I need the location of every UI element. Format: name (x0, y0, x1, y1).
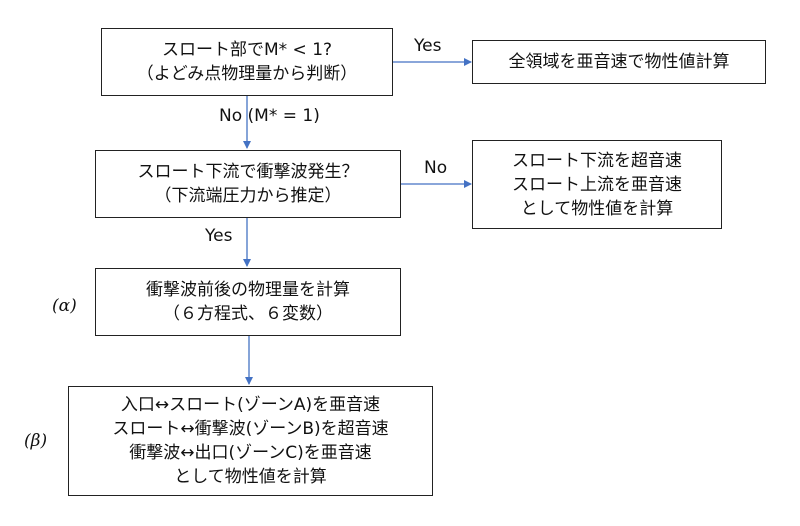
decision-throat-mach: スロート部でM* < 1? （よどみ点物理量から判断） (101, 28, 393, 96)
decision-throat-mach-line2: （よどみ点物理量から判断） (136, 64, 358, 84)
process-shock-properties-line1: 衝撃波前後の物理量を計算 (146, 280, 350, 300)
process-zone-properties-line3: 衝撃波↔出口(ゾーンC)を亜音速 (129, 443, 372, 463)
label-yes-1: Yes (414, 36, 442, 56)
result-super-subsonic: スロート下流を超音速 スロート上流を亜音速 として物性値を計算 (472, 140, 722, 229)
decision-throat-mach-line1: スロート部でM* < 1? (161, 40, 333, 60)
result-super-subsonic-line2: スロート上流を亜音速 (512, 174, 682, 195)
decision-shock-downstream: スロート下流で衝撃波発生？ （下流端圧力から推定） (95, 150, 401, 218)
decision-shock-downstream-line1: スロート下流で衝撃波発生？ (137, 162, 359, 182)
process-zone-properties-line2: スロート↔衝撃波(ゾーンB)を超音速 (112, 419, 389, 439)
result-all-subsonic-text: 全領域を亜音速で物性値計算 (508, 52, 730, 72)
result-super-subsonic-line1: スロート下流を超音速 (512, 150, 682, 171)
label-no-mach-one: No (M* = 1) (219, 106, 320, 126)
decision-shock-downstream-line2: （下流端圧力から推定） (154, 186, 342, 206)
label-no-2: No (424, 158, 448, 178)
process-zone-properties-line1: 入口↔スロート(ゾーンA)を亜音速 (120, 395, 381, 415)
process-zone-properties: 入口↔スロート(ゾーンA)を亜音速 スロート↔衝撃波(ゾーンB)を超音速 衝撃波… (68, 386, 433, 496)
label-beta: (β) (24, 431, 48, 451)
result-all-subsonic: 全領域を亜音速で物性値計算 (472, 40, 766, 84)
process-shock-properties: 衝撃波前後の物理量を計算 （６方程式、６変数） (95, 268, 401, 336)
process-shock-properties-line2: （６方程式、６変数） (163, 304, 333, 324)
label-yes-2: Yes (205, 226, 233, 246)
result-super-subsonic-line3: として物性値を計算 (520, 198, 674, 219)
label-alpha: (α) (52, 296, 77, 316)
process-zone-properties-line4: として物性値を計算 (174, 467, 327, 487)
